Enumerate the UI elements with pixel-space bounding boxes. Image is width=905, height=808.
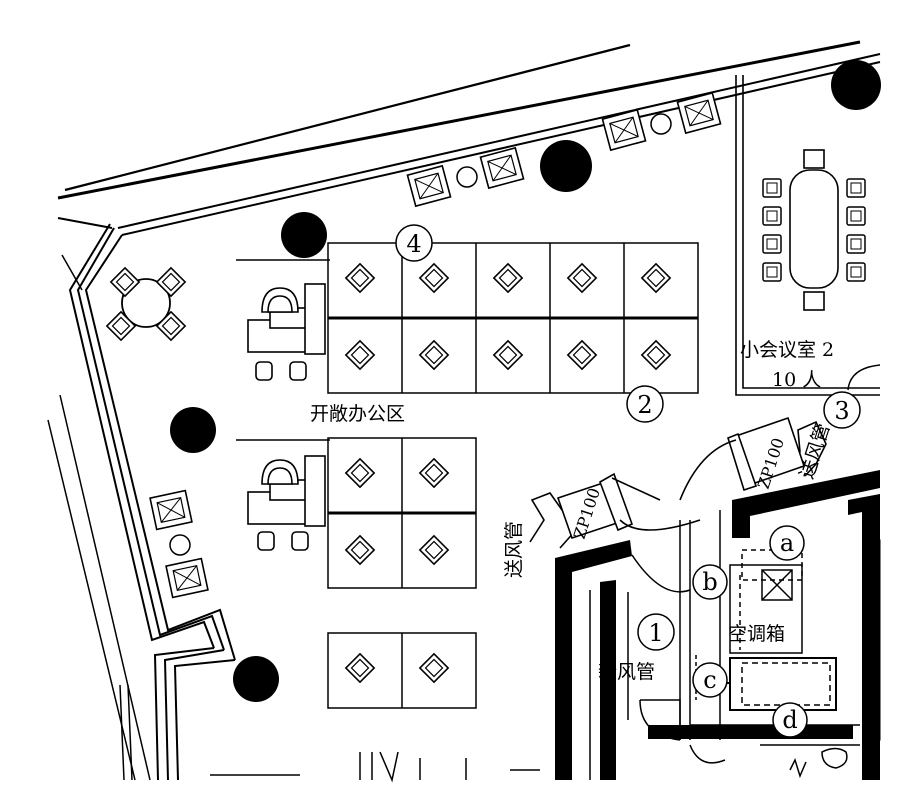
marker-c-text: c — [703, 666, 716, 694]
marker-1: 1 — [637, 613, 675, 651]
supply-duct-right — [679, 416, 827, 501]
manager-desk-2 — [236, 439, 330, 551]
manager-desk-1 — [236, 259, 330, 381]
workstations — [327, 242, 699, 709]
marker-d-text: d — [782, 706, 797, 734]
marker-3: 3 — [823, 391, 861, 429]
meeting-room-name: 小会议室 2 — [740, 339, 834, 361]
ahu-room-lines — [589, 510, 881, 780]
marker-a: a — [769, 525, 805, 561]
marker-d: d — [772, 702, 808, 738]
marker-b: b — [692, 564, 728, 600]
marker-c: c — [692, 662, 728, 698]
marker-2-text: 2 — [637, 391, 652, 419]
open-office-label: 开敞办公区 — [310, 403, 405, 425]
supply-duct-label-left: 送风管 — [503, 521, 525, 578]
marker-1-text: 1 — [648, 619, 663, 647]
marker-2: 2 — [626, 385, 664, 423]
marker-4: 4 — [395, 224, 433, 262]
supply-duct-label-right: 送风管 — [796, 421, 835, 482]
marker-4-text: 4 — [406, 230, 421, 258]
structural-columns — [170, 60, 881, 702]
meeting-room — [735, 75, 881, 396]
ac-box-label: 空调箱 — [728, 623, 785, 645]
fresh-air-duct-label: 新风管 — [598, 661, 655, 683]
supply-duct-left — [529, 472, 701, 549]
workstation-chairs — [345, 263, 671, 683]
marker-b-text: b — [702, 568, 717, 596]
lounge-furniture-left — [149, 489, 209, 599]
exterior-wall — [47, 40, 881, 781]
marker-3-text: 3 — [834, 397, 849, 425]
ahu-room-walls — [555, 470, 880, 780]
bottom-partial-elements — [210, 747, 848, 783]
lounge-furniture-top — [406, 92, 722, 207]
round-table — [106, 267, 186, 341]
meeting-room-capacity: 10 人 — [772, 369, 821, 391]
marker-a-text: a — [780, 529, 794, 557]
